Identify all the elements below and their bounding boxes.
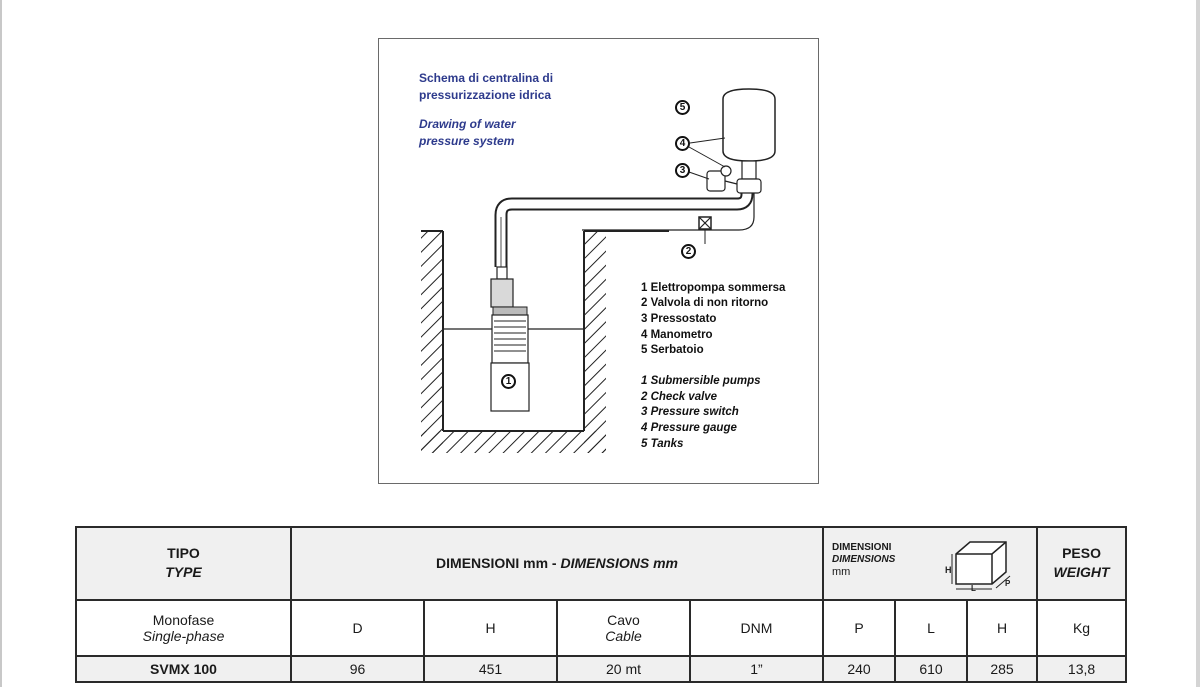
header-weight: PESO WEIGHT	[1036, 526, 1128, 601]
subheader-cable: Cavo Cable	[556, 598, 691, 657]
subheader-h: H	[423, 598, 558, 657]
marker-3: 3	[675, 163, 690, 178]
phase-en: Single-phase	[142, 627, 225, 644]
caption-it-line2: pressurizzazione idrica	[419, 88, 552, 102]
marker-1: 1	[501, 374, 516, 389]
row-p: 240	[822, 654, 896, 684]
pressure-gauge	[720, 165, 732, 177]
header-tipo: TIPO	[167, 545, 200, 562]
table-subheader-row: Monofase Single-phase D H Cavo Cable DNM…	[75, 598, 1128, 657]
legend-en-1: 1 Submersible pumps	[641, 375, 761, 387]
header-dim-it: DIMENSIONI mm -	[436, 554, 561, 571]
subheader-kg: Kg	[1036, 598, 1128, 657]
table-row: SVMX 100 96 451 20 mt 1” 240 610 285 13,…	[75, 654, 1128, 684]
row-model: SVMX 100	[75, 654, 292, 684]
row-l: 610	[894, 654, 968, 684]
subheader-dnm: DNM	[689, 598, 824, 657]
table-header-row: TIPO TYPE DIMENSIONI mm - DIMENSIONS mm …	[75, 526, 1128, 601]
header-type-en: TYPE	[165, 564, 202, 581]
cable-en: Cable	[605, 627, 642, 644]
marker-5: 5	[675, 100, 690, 115]
row-cable: 20 mt	[556, 654, 691, 684]
packing-dim-en: DIMENSIONS	[832, 554, 896, 565]
packing-dim-it: DIMENSIONI	[832, 542, 892, 553]
subheader-l: L	[894, 598, 968, 657]
row-d: 96	[290, 654, 425, 684]
legend-en-4: 4 Pressure gauge	[641, 422, 737, 434]
page-right-edge	[1196, 0, 1200, 687]
box-label-p: P	[1005, 579, 1011, 588]
marker-2: 2	[681, 244, 696, 259]
pressure-switch	[706, 170, 738, 192]
subheader-p: P	[822, 598, 896, 657]
check-valve	[698, 216, 712, 230]
pressure-tank	[722, 88, 776, 194]
box-label-l: L	[971, 584, 976, 592]
row-weight: 13,8	[1036, 654, 1128, 684]
caption-en-line1: Drawing of water	[419, 117, 516, 131]
row-h2: 285	[965, 654, 1039, 684]
caption-en-line2: pressure system	[419, 134, 515, 148]
legend-en-5: 5 Tanks	[641, 438, 684, 450]
legend-it-5: 5 Serbatoio	[641, 344, 704, 356]
row-h: 451	[423, 654, 558, 684]
header-dim-en: DIMENSIONS mm	[560, 554, 678, 571]
page-left-edge	[0, 0, 2, 687]
packing-dim-unit: mm	[832, 566, 851, 578]
water-system-diagram: Schema di centralina di pressurizzazione…	[378, 38, 819, 484]
box-dimensions-icon: H L P	[945, 541, 1011, 592]
spec-table: TIPO TYPE DIMENSIONI mm - DIMENSIONS mm …	[75, 526, 1128, 684]
legend-it-2: 2 Valvola di non ritorno	[641, 297, 769, 309]
box-label-h: H	[945, 565, 952, 575]
subheader-phase: Monofase Single-phase	[75, 598, 292, 657]
header-type: TIPO TYPE	[75, 526, 292, 601]
diagram-drawing	[421, 88, 776, 453]
subheader-d: D	[290, 598, 425, 657]
row-dnm: 1”	[689, 654, 824, 684]
legend-it-4: 4 Manometro	[641, 329, 713, 341]
caption-it-line1: Schema di centralina di	[419, 71, 554, 85]
header-weight-en: WEIGHT	[1053, 564, 1110, 581]
legend-en-2: 2 Check valve	[641, 391, 718, 403]
well-wall-left	[421, 231, 443, 453]
header-dimensions: DIMENSIONI mm - DIMENSIONS mm	[290, 526, 824, 601]
legend-it-1: 1 Elettropompa sommersa	[641, 282, 786, 294]
header-packing-dimensions: DIMENSIONI DIMENSIONS mm H L P	[821, 526, 1039, 601]
well-floor	[421, 431, 606, 453]
cable-it: Cavo	[607, 611, 640, 628]
legend-en-3: 3 Pressure switch	[641, 406, 739, 418]
packing-dim-label: DIMENSIONI DIMENSIONS mm	[832, 542, 895, 578]
well-wall-right	[584, 231, 606, 453]
submersible-pump	[490, 266, 530, 412]
phase-it: Monofase	[152, 611, 215, 628]
header-peso: PESO	[1062, 545, 1101, 562]
legend-it-3: 3 Pressostato	[641, 313, 717, 325]
subheader-h2: H	[965, 598, 1039, 657]
marker-4: 4	[675, 136, 690, 151]
